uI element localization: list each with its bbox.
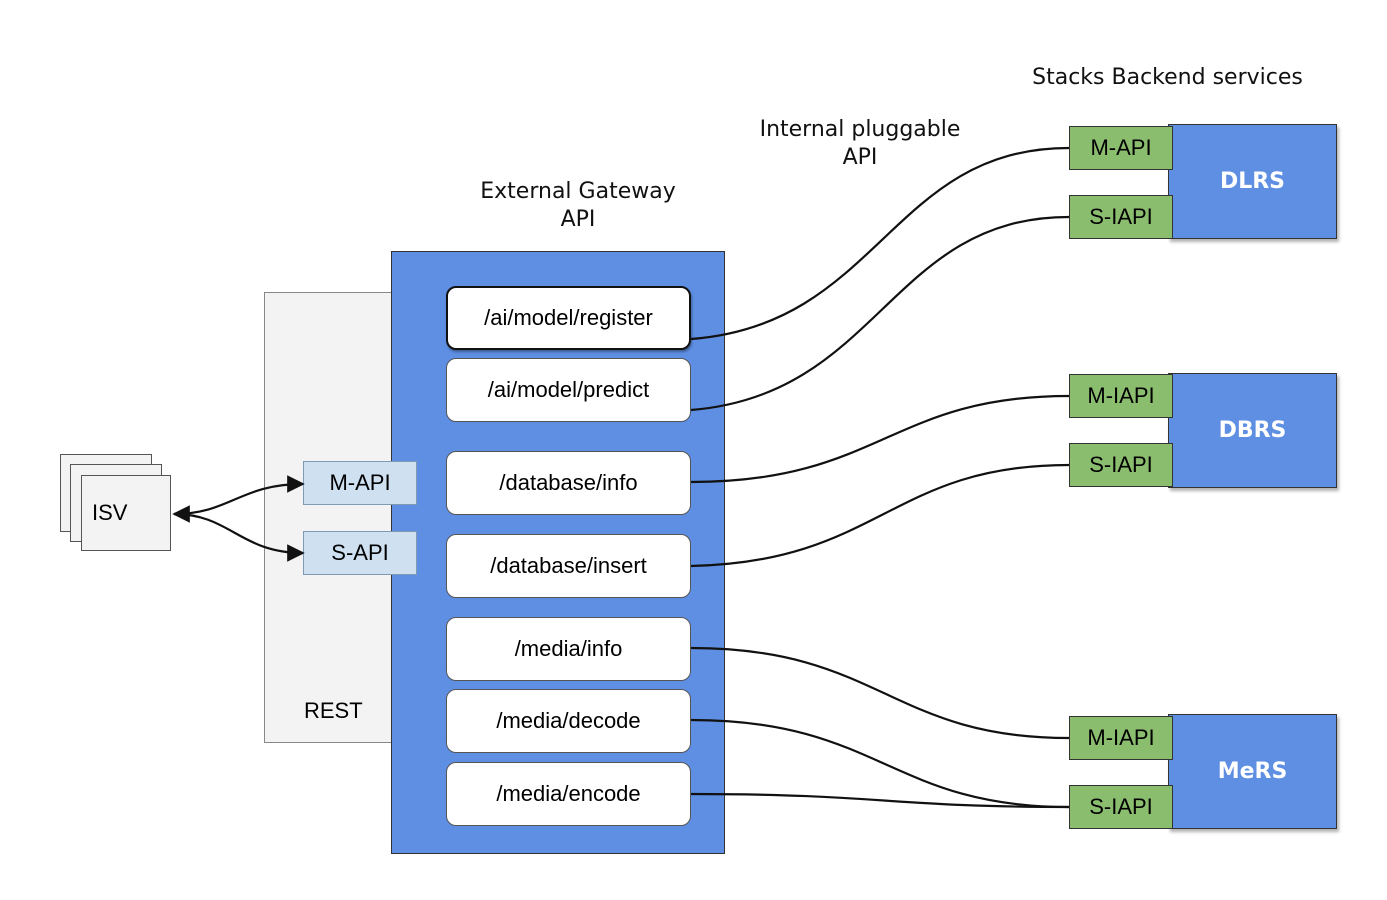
endpoint-media-decode[interactable]: /media/decode bbox=[446, 689, 691, 753]
wire-db-insert-to-dbrs-s-iapi bbox=[690, 463, 1070, 568]
mers-m-iapi: M-IAPI bbox=[1069, 716, 1173, 760]
internal-api-heading: Internal pluggable API bbox=[740, 116, 980, 172]
wire-register-to-dlrs-m-api bbox=[690, 146, 1070, 341]
wire-predict-to-dlrs-s-iapi bbox=[690, 215, 1070, 412]
rest-label: REST bbox=[304, 698, 363, 723]
dbrs-m-iapi: M-IAPI bbox=[1069, 374, 1173, 418]
dbrs-s-iapi: S-IAPI bbox=[1069, 443, 1173, 487]
external-api-heading-line1: External Gateway bbox=[480, 179, 676, 204]
service-dlrs: DLRS bbox=[1168, 124, 1337, 239]
service-dlrs-label: DLRS bbox=[1219, 169, 1286, 194]
rest-panel bbox=[264, 292, 394, 743]
rest-m-api: M-API bbox=[303, 461, 417, 505]
endpoint-ai-model-register[interactable]: /ai/model/register bbox=[446, 286, 691, 350]
endpoint-media-encode[interactable]: /media/encode bbox=[446, 762, 691, 826]
endpoint-ai-model-predict[interactable]: /ai/model/predict bbox=[446, 358, 691, 422]
service-mers: MeRS bbox=[1168, 714, 1337, 829]
service-dbrs: DBRS bbox=[1168, 373, 1337, 488]
internal-api-heading-line1: Internal pluggable bbox=[759, 117, 961, 142]
stacks-heading-text: Stacks Backend services bbox=[1032, 65, 1303, 90]
isv-node: ISV bbox=[81, 475, 171, 551]
isv-label: ISV bbox=[92, 500, 128, 525]
wire-media-decode-to-mers-s-iapi bbox=[690, 718, 1070, 809]
stacks-heading: Stacks Backend services bbox=[1015, 64, 1320, 92]
mers-s-iapi: S-IAPI bbox=[1069, 785, 1173, 829]
wire-media-info-to-mers-m-iapi bbox=[690, 646, 1070, 740]
internal-api-heading-line2: API bbox=[842, 145, 878, 170]
wire-db-info-to-dbrs-m-iapi bbox=[690, 394, 1070, 484]
external-api-heading-line2: API bbox=[560, 207, 596, 232]
wire-media-encode-to-mers-s-iapi bbox=[690, 792, 1070, 809]
endpoint-database-insert[interactable]: /database/insert bbox=[446, 534, 691, 598]
endpoint-database-info[interactable]: /database/info bbox=[446, 451, 691, 515]
service-mers-label: MeRS bbox=[1217, 759, 1288, 784]
service-dbrs-label: DBRS bbox=[1218, 418, 1287, 443]
rest-s-api: S-API bbox=[303, 531, 417, 575]
dlrs-m-api: M-API bbox=[1069, 126, 1173, 170]
external-api-heading: External Gateway API bbox=[460, 178, 696, 234]
dlrs-s-iapi: S-IAPI bbox=[1069, 195, 1173, 239]
endpoint-media-info[interactable]: /media/info bbox=[446, 617, 691, 681]
